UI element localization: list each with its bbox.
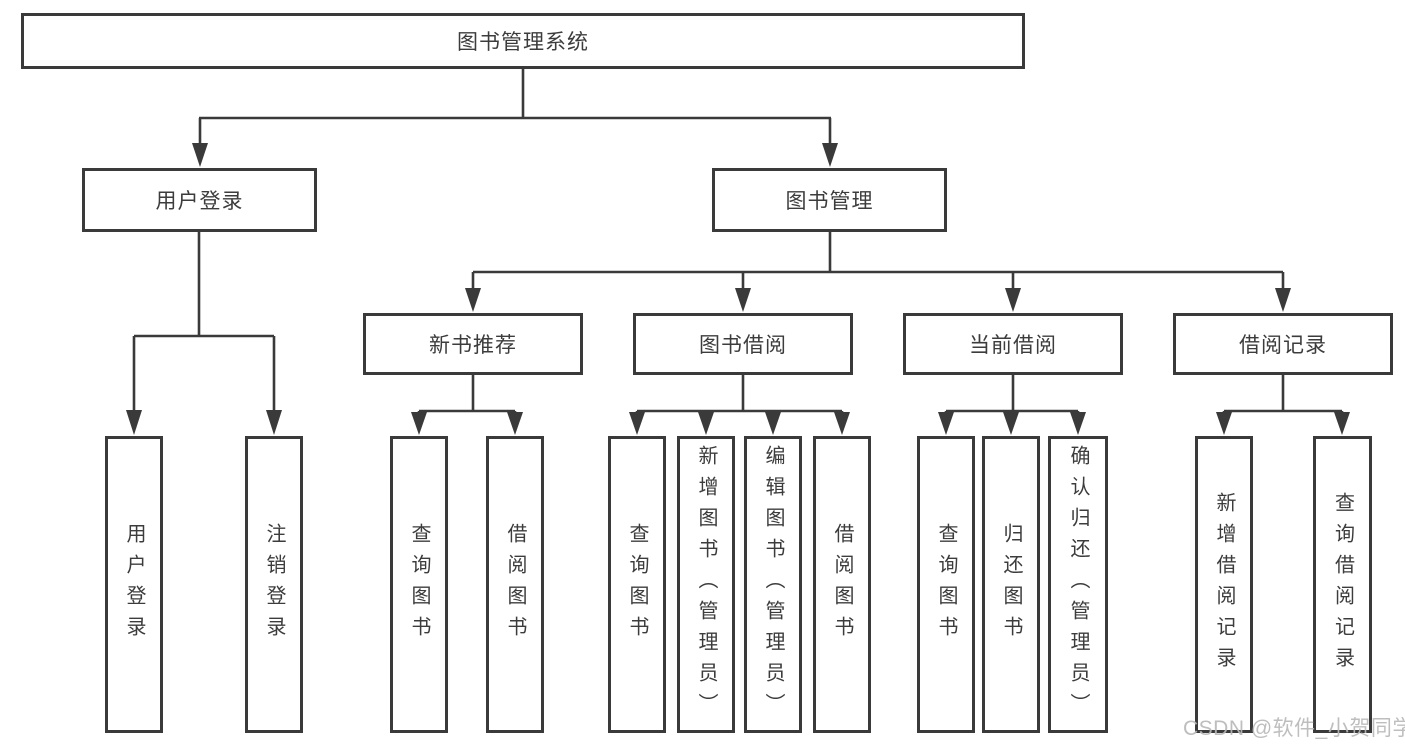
leaf-borrow-books-label: 借阅图书 <box>831 522 853 647</box>
csdn-watermark: CSDN @软件_小贺同学 <box>1183 717 1405 740</box>
node-new-book-recommend: 新书推荐 <box>363 313 583 375</box>
leaf-borrow-books-recommend: 借阅图书 <box>486 436 544 733</box>
node-current-borrowing-label: 当前借阅 <box>969 334 1057 357</box>
connector-current-borrowing-to-leaves <box>938 375 1086 435</box>
leaf-return-books: 归还图书 <box>982 436 1040 733</box>
leaf-add-books-admin: 新增图书（管理员） <box>677 436 735 733</box>
node-book-management-label: 图书管理 <box>785 190 874 213</box>
leaf-edit-books-admin: 编辑图书（管理员） <box>744 436 802 733</box>
connector-book-management-to-level3 <box>465 232 1291 312</box>
leaf-borrow-books-recommend-label: 借阅图书 <box>504 522 526 647</box>
connector-user-login-to-leaves <box>126 232 282 435</box>
node-user-login-label: 用户登录 <box>155 190 244 213</box>
node-current-borrowing: 当前借阅 <box>903 313 1123 375</box>
leaf-add-books-admin-label: 新增图书（管理员） <box>695 445 717 724</box>
leaf-confirm-return-admin: 确认归还（管理员） <box>1048 436 1108 733</box>
leaf-logout-label: 注销登录 <box>263 522 285 647</box>
connector-book-borrowing-to-leaves <box>629 375 850 435</box>
node-book-borrowing: 图书借阅 <box>633 313 853 375</box>
leaf-query-borrow-record: 查询借阅记录 <box>1313 436 1372 733</box>
leaf-query-books-current: 查询图书 <box>917 436 975 733</box>
leaf-user-login: 用户登录 <box>105 436 163 733</box>
connector-new-book-recommend-to-leaves <box>411 375 523 435</box>
leaf-query-books-borrowing: 查询图书 <box>608 436 666 733</box>
node-user-login: 用户登录 <box>82 168 317 232</box>
node-new-book-recommend-label: 新书推荐 <box>429 334 517 357</box>
leaf-query-books-current-label: 查询图书 <box>935 522 957 647</box>
leaf-edit-books-admin-label: 编辑图书（管理员） <box>762 445 784 724</box>
connector-borrowing-records-to-leaves <box>1216 375 1350 435</box>
node-book-borrowing-label: 图书借阅 <box>699 334 787 357</box>
leaf-user-login-label: 用户登录 <box>123 522 145 647</box>
node-book-management: 图书管理 <box>712 168 947 232</box>
leaf-query-borrow-record-label: 查询借阅记录 <box>1331 491 1354 678</box>
leaf-add-borrow-record-label: 新增借阅记录 <box>1213 491 1235 678</box>
leaf-query-books-recommend-label: 查询图书 <box>408 522 430 647</box>
leaf-borrow-books: 借阅图书 <box>813 436 871 733</box>
node-borrowing-records: 借阅记录 <box>1173 313 1393 375</box>
leaf-add-borrow-record: 新增借阅记录 <box>1195 436 1253 733</box>
leaf-query-books-borrowing-label: 查询图书 <box>626 522 648 647</box>
leaf-logout: 注销登录 <box>245 436 303 733</box>
node-borrowing-records-label: 借阅记录 <box>1239 334 1327 357</box>
connector-root-to-level2 <box>192 69 838 167</box>
leaf-query-books-recommend: 查询图书 <box>390 436 448 733</box>
leaf-confirm-return-admin-label: 确认归还（管理员） <box>1067 445 1089 724</box>
leaf-return-books-label: 归还图书 <box>1000 522 1022 647</box>
node-root-label: 图书管理系统 <box>457 31 589 54</box>
node-root: 图书管理系统 <box>21 13 1025 69</box>
